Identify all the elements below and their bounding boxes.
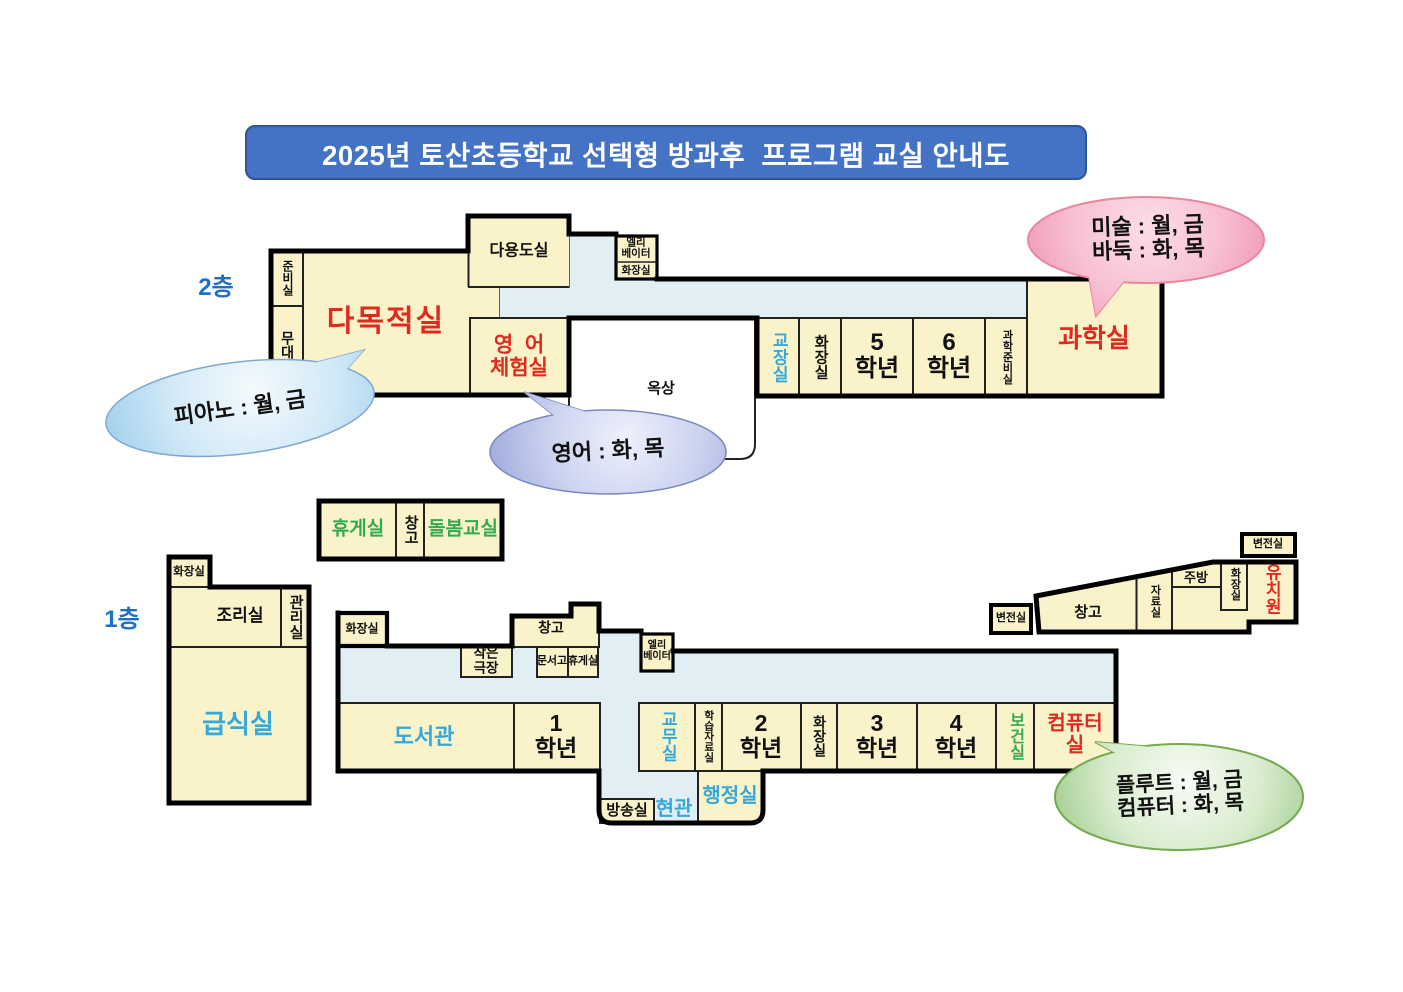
- room-label-f2-prep: 준비실: [280, 260, 295, 296]
- bubble-art-shape: [1027, 196, 1265, 319]
- room-label-f1-library: 도서관: [393, 724, 455, 750]
- bubble-piano-shape: [105, 348, 375, 458]
- room-label-f1-substation-top: 변전실: [1252, 538, 1284, 551]
- room-label-f1-kitchen-ne: 주방: [1184, 569, 1208, 585]
- room-label-f2-english-lab: 영 어 체험실: [490, 333, 548, 379]
- room-label-f1-health: 보건실: [1006, 712, 1024, 760]
- room-label-f1-elevator: 엘리 베이터: [643, 640, 671, 662]
- page-title: 2025년 토산초등학교 선택형 방과후 프로그램 교실 안내도: [322, 139, 1010, 171]
- room-label-f1-grade1: 1 학년: [534, 710, 578, 761]
- room-label-f1-storage-ne: 창고: [1074, 603, 1102, 621]
- room-label-f2-stage: 무대: [279, 331, 296, 359]
- room-label-f1-kindergarten: 유치원: [1262, 563, 1282, 615]
- room-label-f1-substation-left: 변전실: [995, 612, 1027, 625]
- room-label-f1-document: 문서고: [536, 655, 568, 668]
- room-label-f1-entrance: 현관: [655, 798, 693, 821]
- room-label-f2-toilet: 화장실: [812, 334, 830, 380]
- room-label-f2-science: 과학실: [1058, 322, 1130, 353]
- room-label-f1-teachers: 교무실: [658, 710, 678, 762]
- room-label-f2-science-prep: 과학준비실: [1000, 329, 1013, 385]
- room-label-f1-small-theater: 작은 극장: [473, 645, 499, 675]
- room-label-f1-storage-annex: 창고: [402, 515, 420, 545]
- room-label-f1-grade3: 3 학년: [855, 710, 899, 761]
- bubble-art-text: 미술 : 월, 금 바둑 : 화, 목: [1090, 211, 1206, 264]
- room-label-f1-kitchen-toilet: 화장실: [173, 565, 205, 578]
- room-label-f2-multipurpose: 다목적실: [326, 304, 446, 338]
- room-label-f1-care-class: 돌봄교실: [428, 518, 498, 540]
- room-label-f1-management: 관리실: [287, 594, 305, 640]
- room-label-f1-grade2: 2 학년: [739, 710, 783, 761]
- room-label-f1-storage-main: 창고: [538, 619, 564, 636]
- room-label-f2-principal: 교장실: [769, 331, 789, 383]
- room-label-f1-lounge-annex: 휴게실: [331, 518, 385, 540]
- room-label-f2-elevator-toilet: 화장실: [621, 264, 651, 277]
- room-label-f2-elevator: 엘리 베이터: [621, 236, 651, 260]
- floor1-shapes: [166, 498, 1299, 826]
- title-bar: 2025년 토산초등학교 선택형 방과후 프로그램 교실 안내도: [245, 125, 1087, 180]
- room-label-f1-computer: 컴퓨터 실: [1047, 712, 1103, 756]
- room-label-f1-materials: 학습자료실: [702, 709, 715, 763]
- room-label-f2-rooftop: 옥상: [647, 379, 675, 397]
- bubble-english-shape: [489, 391, 727, 495]
- room-label-f1-admin: 행정실: [702, 785, 758, 808]
- room-label-f1-cook: 조리실: [216, 605, 264, 625]
- room-label-f2-utility: 다용도실: [489, 242, 549, 260]
- room-label-f1-broadcast: 방송실: [606, 801, 648, 819]
- room-label-f1-ne-toilet: 화장실: [1228, 567, 1241, 601]
- room-label-f1-data-room: 자료실: [1148, 584, 1161, 618]
- bubble-flute-text: 플루트 : 월, 금 컴퓨터 : 화, 목: [1115, 768, 1245, 821]
- bubble-flute-shape: [1054, 741, 1304, 851]
- room-label-f1-west-toilet: 화장실: [345, 621, 379, 636]
- floor1-label: 1층: [104, 606, 140, 634]
- room-label-f1-east-toilet: 화장실: [811, 715, 828, 757]
- floor2-label: 2층: [198, 274, 234, 302]
- room-label-f1-lounge-main: 휴게실: [567, 655, 599, 668]
- room-label-f2-grade6: 6 학년: [926, 329, 972, 382]
- room-label-f1-cafeteria: 급식실: [202, 708, 274, 739]
- room-label-f2-grade5: 5 학년: [854, 329, 900, 382]
- room-label-f1-grade4: 4 학년: [934, 710, 978, 761]
